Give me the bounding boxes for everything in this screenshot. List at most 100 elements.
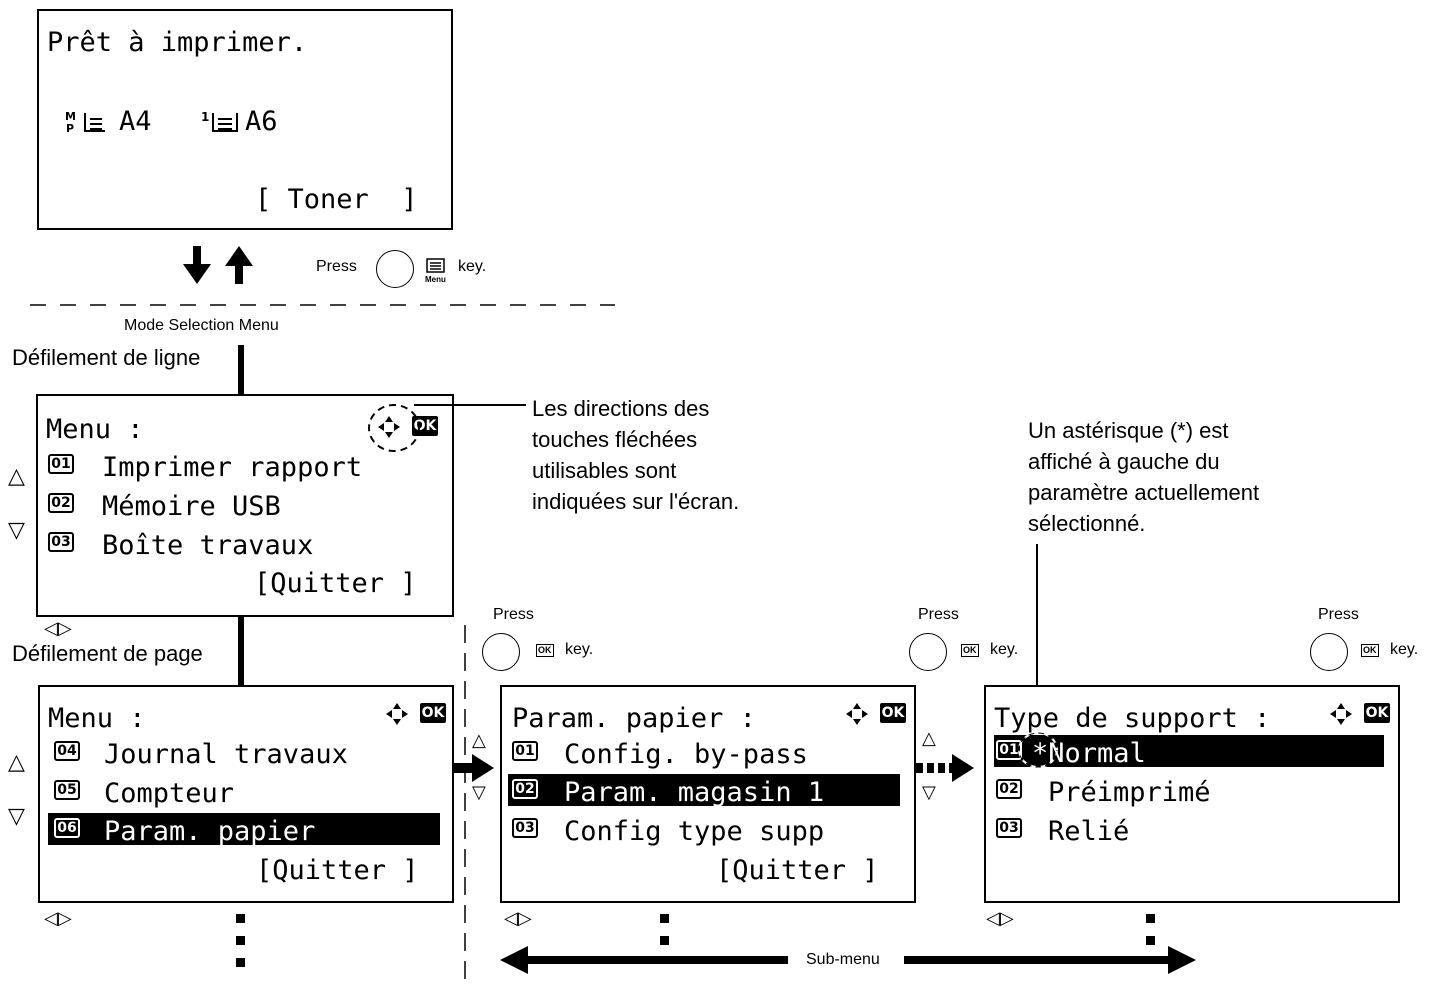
quitter-softkey[interactable]: [Quitter ] bbox=[256, 855, 419, 886]
menu-item-config-by-pass[interactable]: Config. by-pass bbox=[564, 739, 808, 770]
ok-key-icon: OK bbox=[536, 644, 554, 657]
scroll-up-indicator: △ bbox=[472, 730, 486, 751]
navigation-arrows-icon bbox=[183, 246, 253, 284]
scroll-down-indicator: ▽ bbox=[8, 804, 25, 829]
arrow-keys-icon bbox=[1326, 699, 1356, 729]
key-label: key. bbox=[1390, 641, 1419, 658]
menu-title: Menu : bbox=[48, 703, 146, 734]
continuation-dot bbox=[236, 936, 245, 945]
connector-line bbox=[238, 345, 244, 395]
page-scroll-label: Défilement de page bbox=[12, 641, 203, 666]
annotation-leader-line bbox=[414, 404, 526, 406]
page-scroll-indicator: ◁▷ bbox=[986, 908, 1014, 929]
paper-size-mp: A4 bbox=[119, 106, 152, 137]
press-label: Press bbox=[493, 606, 534, 623]
continuation-dot bbox=[236, 914, 245, 923]
page-scroll-indicator: ◁▷ bbox=[44, 908, 72, 929]
continuation-dot bbox=[1146, 914, 1155, 923]
ok-icon: OK bbox=[420, 703, 446, 723]
menu-item-memoire-usb[interactable]: Mémoire USB bbox=[102, 491, 281, 522]
ok-icon: OK bbox=[1364, 703, 1390, 723]
key-label: key. bbox=[990, 641, 1019, 658]
arrow-keys-icon bbox=[374, 412, 404, 442]
item-number-badge: 02 bbox=[48, 493, 74, 513]
asterisk-annotation: Un astérisque (*) est affiché à gauche d… bbox=[1028, 418, 1260, 536]
item-number-badge: 03 bbox=[996, 818, 1022, 838]
line-scroll-label: Défilement de ligne bbox=[12, 345, 201, 370]
lcd-param-papier-screen: Param. papier : OK 01 Config. by-pass 02… bbox=[500, 685, 916, 903]
menu-item-param-papier[interactable]: Param. papier bbox=[104, 816, 316, 847]
quitter-softkey[interactable]: [Quitter ] bbox=[254, 568, 417, 599]
lcd-menu-screen-2: Menu : OK 04 Journal travaux 05 Compteur… bbox=[38, 685, 454, 903]
toner-softkey[interactable]: [ Toner ] bbox=[255, 184, 418, 215]
continuation-dot bbox=[1146, 936, 1155, 945]
submenu-label: Sub-menu bbox=[806, 951, 880, 968]
key-label: key. bbox=[458, 258, 487, 275]
scroll-down-indicator: ▽ bbox=[922, 782, 936, 803]
submenu-separator-line bbox=[464, 625, 466, 989]
lcd-type-de-support-screen: Type de support : OK 01 *Normal 02 Préim… bbox=[984, 685, 1400, 903]
quitter-softkey[interactable]: [Quitter ] bbox=[716, 855, 879, 886]
item-number-badge: 04 bbox=[54, 741, 80, 761]
annotation-leader-line bbox=[1036, 544, 1038, 756]
ready-message: Prêt à imprimer. bbox=[47, 27, 308, 58]
menu-title: Menu : bbox=[46, 414, 144, 445]
menu-title: Param. papier : bbox=[512, 703, 756, 734]
page-scroll-indicator: ◁▷ bbox=[504, 908, 532, 929]
key-label: key. bbox=[565, 641, 594, 658]
menu-title: Type de support : bbox=[994, 703, 1271, 734]
svg-text:M: M bbox=[65, 110, 76, 123]
ok-key-circle-icon[interactable] bbox=[1310, 633, 1348, 671]
ok-icon: OK bbox=[880, 703, 906, 723]
arrow-directions-annotation: Les directions des touches fléchées util… bbox=[532, 396, 740, 514]
menu-item-compteur[interactable]: Compteur bbox=[104, 778, 235, 809]
item-number-badge: 06 bbox=[54, 818, 80, 838]
ok-key-icon: OK bbox=[961, 644, 979, 657]
tray1-icon: 1 bbox=[193, 107, 243, 135]
transition-arrow-icon bbox=[452, 754, 494, 782]
menu-item-preimprime[interactable]: Préimprimé bbox=[1048, 777, 1211, 808]
menu-item-param-magasin-1[interactable]: Param. magasin 1 bbox=[564, 777, 825, 808]
scroll-down-indicator: ▽ bbox=[8, 518, 25, 543]
highlight-dashed-circle bbox=[368, 404, 420, 452]
scroll-up-indicator: △ bbox=[922, 728, 936, 749]
ok-key-circle-icon[interactable] bbox=[482, 633, 520, 671]
page-scroll-indicator: ◁▷ bbox=[44, 618, 72, 639]
item-number-badge: 05 bbox=[54, 780, 80, 800]
menu-item-relie[interactable]: Relié bbox=[1048, 816, 1130, 847]
press-label: Press bbox=[918, 606, 959, 623]
menu-item-boite-travaux[interactable]: Boîte travaux bbox=[102, 530, 314, 561]
continuation-dot bbox=[660, 914, 669, 923]
item-number-badge: 01 bbox=[48, 454, 74, 474]
ok-key-circle-icon[interactable] bbox=[909, 633, 947, 671]
lcd-ready-screen: Prêt à imprimer. M P A4 1 A6 [ Toner ] bbox=[37, 9, 453, 230]
item-number-badge: 02 bbox=[996, 779, 1022, 799]
item-number-badge: 01 bbox=[996, 740, 1022, 760]
arrow-keys-icon bbox=[382, 699, 412, 729]
menu-item-imprimer-rapport[interactable]: Imprimer rapport bbox=[102, 452, 363, 483]
paper-size-tray1: A6 bbox=[245, 106, 278, 137]
transition-arrow-icon bbox=[916, 754, 974, 782]
menu-item-journal-travaux[interactable]: Journal travaux bbox=[104, 739, 348, 770]
lcd-menu-screen-1: Menu : OK 01 Imprimer rapport 02 Mémoire… bbox=[36, 394, 454, 617]
menu-key-circle-icon[interactable] bbox=[376, 250, 414, 288]
scroll-up-indicator: △ bbox=[8, 750, 25, 775]
menu-list-icon bbox=[426, 258, 445, 273]
highlight-dashed-circle bbox=[1018, 732, 1058, 768]
scroll-up-indicator: △ bbox=[8, 464, 25, 489]
mp-tray-icon: M P bbox=[65, 107, 113, 135]
ok-key-icon: OK bbox=[1361, 644, 1379, 657]
svg-text:1: 1 bbox=[201, 110, 209, 124]
arrow-keys-icon bbox=[842, 699, 872, 729]
continuation-dot bbox=[660, 936, 669, 945]
continuation-dot bbox=[236, 958, 245, 967]
connector-line bbox=[238, 616, 244, 686]
item-number-badge: 03 bbox=[48, 532, 74, 552]
item-number-badge: 02 bbox=[512, 779, 538, 799]
mode-selection-menu-label: Mode Selection Menu bbox=[124, 317, 279, 334]
item-number-badge: 01 bbox=[512, 741, 538, 761]
press-label: Press bbox=[316, 258, 357, 275]
menu-item-config-type-supp[interactable]: Config type supp bbox=[564, 816, 825, 847]
mode-separator-line bbox=[30, 304, 615, 306]
item-number-badge: 03 bbox=[512, 818, 538, 838]
